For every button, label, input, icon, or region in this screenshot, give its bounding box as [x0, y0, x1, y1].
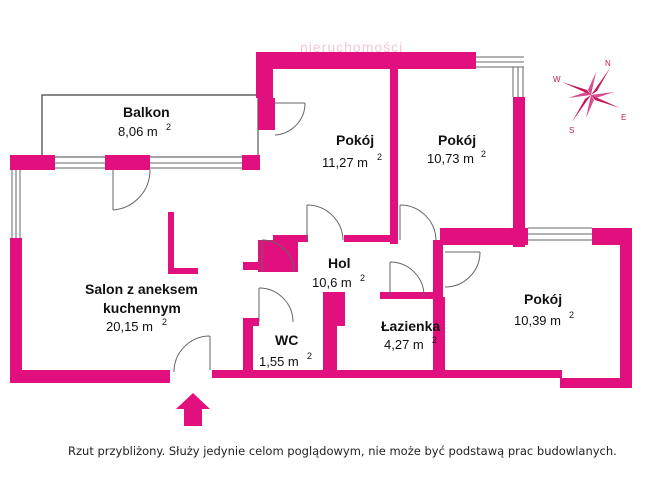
room-area: 1,55 m — [259, 354, 299, 369]
compass-needle-n — [588, 72, 596, 95]
door-entrance — [173, 335, 211, 373]
window-salon-left — [11, 170, 21, 238]
wall-lazienka-right — [433, 297, 445, 377]
room-labels: Balkon 8,06 m 2 Pokój 11,27 m 2 Pokój 10… — [85, 104, 574, 369]
wall-lazienka-top-left — [323, 292, 345, 326]
watermark: nieruchomości — [300, 39, 403, 55]
wall-wc-right — [323, 318, 337, 376]
room-hol: Hol 10,6 m 2 — [312, 255, 365, 290]
wall-bottom-mid — [212, 370, 562, 378]
room-name-line2: kuchennym — [103, 300, 181, 316]
wall-wc-left — [243, 318, 253, 376]
windows — [11, 56, 592, 241]
kitchen-partition-vertical — [168, 212, 174, 272]
door-balcony-pokoj1 — [274, 102, 306, 136]
window-salon-top — [55, 156, 105, 169]
wall-lazienka-top — [380, 292, 443, 299]
doors — [112, 102, 481, 373]
wall-salon-top-right — [242, 155, 260, 170]
wall-salon-top-mid — [105, 155, 150, 170]
room-name: Pokój — [438, 132, 476, 148]
door-lazienka — [389, 261, 425, 297]
entrance-arrow-icon — [176, 393, 210, 426]
room-name: WC — [275, 332, 298, 348]
room-wc: WC 1,55 m 2 — [259, 332, 312, 369]
compass-e: E — [621, 113, 626, 122]
compass-needle-sw — [572, 95, 591, 122]
wall-right-upper — [513, 97, 525, 247]
wall-left-lower — [10, 238, 22, 383]
compass-n: N — [605, 59, 611, 68]
door-balcony — [112, 169, 151, 211]
room-area: 11,27 m — [322, 155, 368, 170]
room-area-sup: 2 — [162, 317, 167, 327]
compass-needle-se — [591, 95, 620, 108]
wall-pokoj1-bottom-right — [344, 235, 398, 242]
compass-needle-nw — [562, 82, 591, 95]
room-area: 8,06 m — [118, 124, 158, 139]
room-area-sup: 2 — [569, 310, 574, 320]
room-name: Pokój — [336, 132, 374, 148]
wall-pokoj1-bottom — [273, 235, 308, 242]
room-area: 10,39 m — [514, 313, 561, 328]
wall-pokoj-divider — [390, 69, 398, 244]
compass-w: W — [553, 75, 561, 84]
room-area: 10,6 m — [312, 275, 352, 290]
compass-needle-ne — [591, 68, 610, 95]
door-hol-salon — [261, 239, 295, 273]
wall-upper-left-top — [256, 52, 273, 98]
wall-hol-right-bottom — [433, 240, 443, 298]
room-pokoj-2: Pokój 10,73 m 2 — [427, 132, 486, 166]
door-pokoj1 — [306, 204, 344, 241]
compass-needle-w — [568, 92, 591, 98]
door-pokoj2 — [399, 204, 437, 241]
room-name: Balkon — [123, 104, 170, 120]
wall-bottom-left — [10, 370, 170, 383]
wall-pokoj3-top-left — [440, 228, 528, 245]
room-pokoj-3: Pokój 10,39 m 2 — [514, 291, 574, 328]
window-pokoj3-top — [528, 227, 592, 241]
wall-left-top — [10, 155, 55, 170]
room-pokoj-1: Pokój 11,27 m 2 — [322, 132, 382, 170]
room-area-sup: 2 — [481, 149, 486, 159]
room-name: Pokój — [524, 291, 562, 307]
compass-needle-s — [586, 95, 594, 118]
room-area: 20,15 m — [106, 319, 153, 334]
room-area-sup: 2 — [377, 152, 382, 162]
compass-s: S — [569, 126, 574, 135]
kitchen-partition-horizontal — [168, 268, 198, 274]
room-area-sup: 2 — [307, 351, 312, 361]
room-name: Hol — [328, 255, 351, 271]
wall-upper-top — [256, 52, 476, 69]
room-area: 10,73 m — [427, 151, 474, 166]
room-area-sup: 2 — [360, 273, 365, 283]
disclaimer-footer: Rzut przybliżony. Służy jedynie celom po… — [68, 444, 617, 458]
wall-bottom-right — [560, 378, 632, 388]
room-lazienka: Łazienka 4,27 m 2 — [381, 318, 440, 352]
compass-needle-e — [591, 92, 614, 98]
room-area: 4,27 m — [384, 337, 424, 352]
window-pokoj2-right — [476, 56, 524, 97]
room-balkon: Balkon 8,06 m 2 — [118, 104, 171, 139]
wall-upper-left — [258, 98, 275, 130]
wall-right — [620, 228, 632, 388]
compass-rose-icon: N W E S — [553, 59, 626, 135]
window-salon-top-right — [150, 156, 242, 169]
room-salon: Salon z aneksem kuchennym 20,15 m 2 — [85, 281, 198, 334]
door-pokoj3 — [444, 251, 481, 288]
walls — [10, 52, 632, 388]
room-area-sup: 2 — [432, 335, 437, 345]
door-wc — [258, 287, 294, 323]
wall-hol-left — [258, 240, 298, 272]
room-name-line1: Salon z aneksem — [85, 281, 198, 297]
room-area-sup: 2 — [166, 122, 171, 132]
wall-salon-partition — [243, 262, 261, 270]
room-name: Łazienka — [381, 318, 440, 334]
